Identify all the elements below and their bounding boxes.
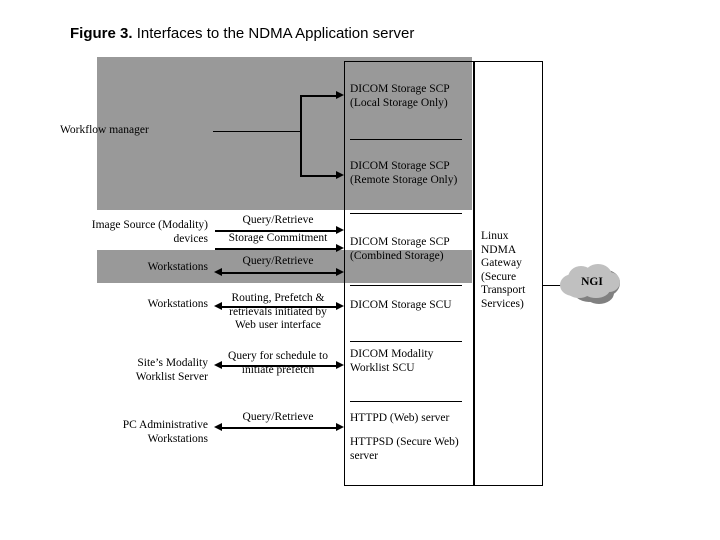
- query-for-schedule-arrowhead-right: [336, 361, 344, 369]
- figure-number: Figure 3.: [70, 25, 133, 42]
- query-retrieve-2-label: Query/Retrieve: [242, 255, 314, 267]
- routing-prefetch-line: [222, 306, 338, 308]
- query-retrieve-1-line: [215, 230, 338, 232]
- httpd-web-server-label: HTTPD (Web) server: [350, 412, 450, 424]
- workflow-manager-arrow-upper-line: [300, 95, 338, 97]
- workstations-upper-label: Workstations: [147, 261, 208, 273]
- query-retrieve-1-label: Query/Retrieve: [242, 214, 314, 226]
- gateway-to-ngi-line: [543, 285, 571, 286]
- query-retrieve-2-arrowhead-right: [336, 268, 344, 276]
- query-for-schedule-label: Query for schedule to initiate prefetch: [228, 350, 328, 376]
- query-for-schedule-line: [222, 365, 338, 367]
- storage-commitment-label: Storage Commitment: [228, 232, 328, 244]
- storage-commitment-line: [215, 248, 338, 250]
- workflow-manager-arrow-lower-line: [300, 175, 338, 177]
- site-modality-worklist-server-label: Site’s Modality Worklist Server: [135, 357, 208, 383]
- services-divider-1: [350, 139, 462, 140]
- routing-prefetch-arrowhead-right: [336, 302, 344, 310]
- linux-ndma-gateway-box: [474, 61, 543, 486]
- workflow-manager-connector-line: [213, 131, 301, 132]
- workstations-lower-label: Workstations: [147, 298, 208, 310]
- services-divider-4: [350, 341, 462, 342]
- query-retrieve-2-arrowhead-left: [214, 268, 222, 276]
- query-retrieve-3-line: [222, 427, 338, 429]
- dicom-modality-worklist-scu-label: DICOM Modality Worklist SCU: [350, 348, 434, 374]
- gray-band-top: [97, 57, 472, 210]
- services-divider-2: [350, 213, 462, 214]
- ngi-label: NGI: [581, 276, 603, 288]
- services-divider-3: [350, 285, 462, 286]
- dicom-storage-scu-label: DICOM Storage SCU: [350, 299, 452, 311]
- routing-prefetch-arrowhead-left: [214, 302, 222, 310]
- workflow-manager-label: Workflow manager: [60, 124, 149, 136]
- query-retrieve-3-arrowhead-left: [214, 423, 222, 431]
- query-retrieve-2-line: [222, 272, 338, 274]
- dicom-storage-scp-remote-label: DICOM Storage SCP (Remote Storage Only): [350, 160, 458, 186]
- pc-administrative-workstations-label: PC Administrative Workstations: [122, 419, 208, 445]
- figure-title-text: Interfaces to the NDMA Application serve…: [136, 25, 415, 42]
- services-divider-5: [350, 401, 462, 402]
- storage-commitment-arrowhead-right: [336, 244, 344, 252]
- query-retrieve-3-arrowhead-right: [336, 423, 344, 431]
- gray-band-middle: [97, 250, 472, 283]
- httpsd-secure-web-server-label: HTTPSD (Secure Web) server: [350, 436, 459, 462]
- dicom-storage-scp-local-label: DICOM Storage SCP (Local Storage Only): [350, 83, 450, 109]
- ngi-cloud: NGI: [558, 262, 626, 308]
- query-retrieve-3-label: Query/Retrieve: [242, 411, 314, 423]
- image-source-devices-label: Image Source (Modality) devices: [91, 219, 208, 245]
- workflow-manager-arrow-upper-head: [336, 91, 344, 99]
- dicom-storage-scp-combined-label: DICOM Storage SCP (Combined Storage): [350, 236, 450, 262]
- query-retrieve-1-arrowhead-right: [336, 226, 344, 234]
- page-title: Figure 3. Interfaces to the NDMA Applica…: [70, 25, 414, 42]
- routing-prefetch-label: Routing, Prefetch & retrievals initiated…: [229, 292, 327, 331]
- cloud-puff-6: [582, 280, 610, 298]
- workflow-manager-arrow-lower-head: [336, 171, 344, 179]
- workflow-manager-branch-vertical: [300, 95, 302, 175]
- linux-ndma-gateway-label: Linux NDMA Gateway (Secure Transport Ser…: [481, 230, 526, 310]
- ndma-services-box: [344, 61, 474, 486]
- query-for-schedule-arrowhead-left: [214, 361, 222, 369]
